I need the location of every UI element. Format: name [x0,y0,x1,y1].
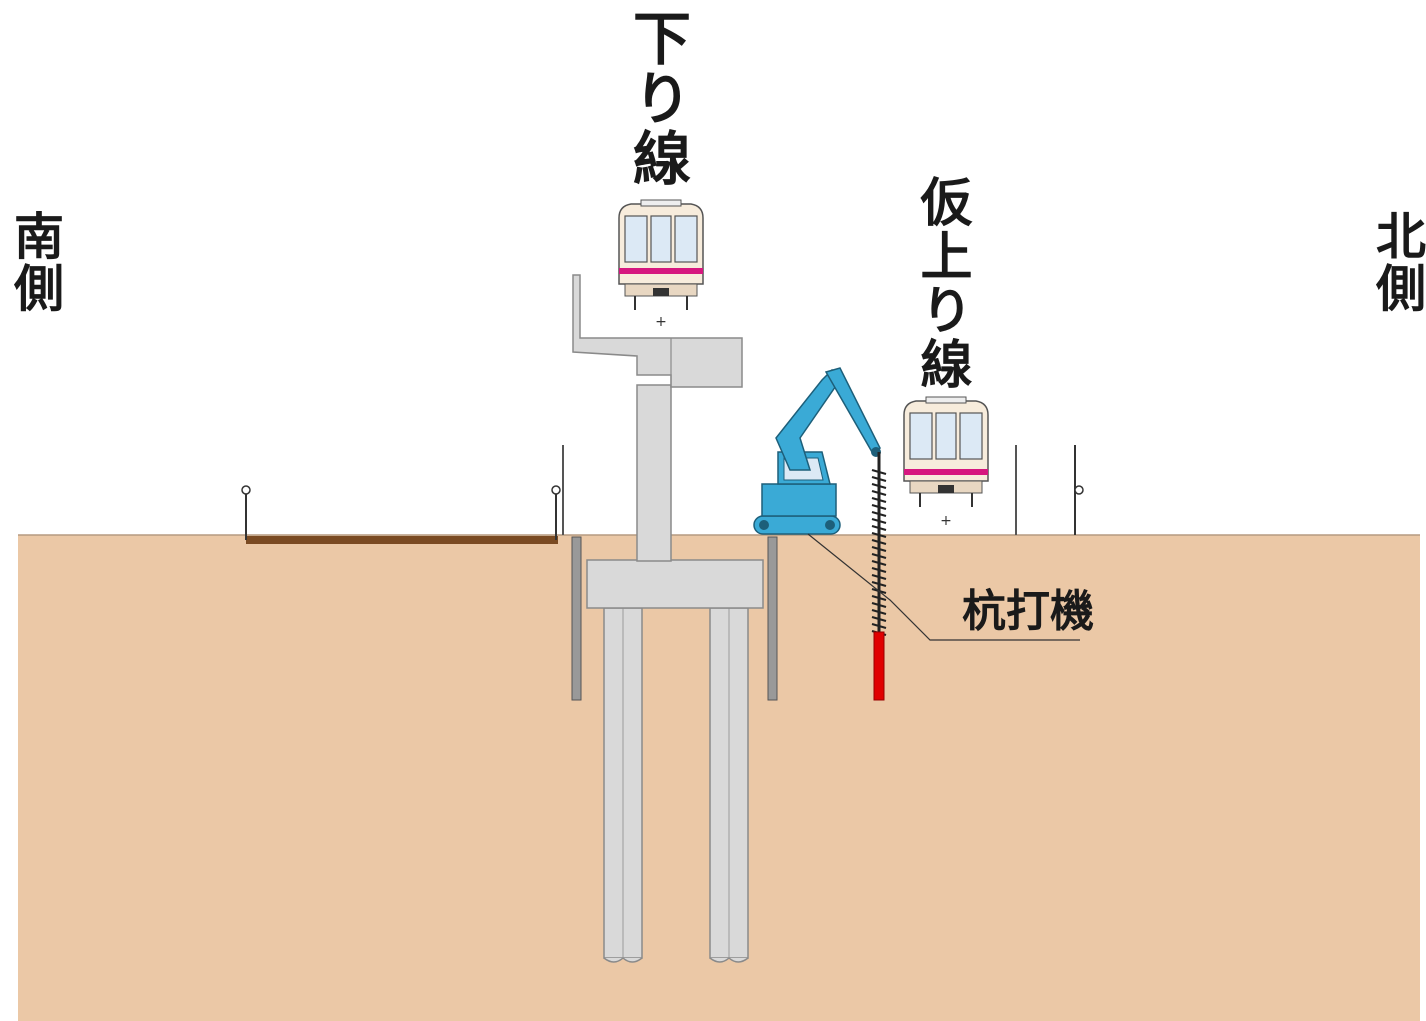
fence-post-north [1074,445,1084,535]
foundation-pile-right [709,607,749,963]
sheet-pile-left [571,536,582,701]
sheet-pile-right [767,536,778,701]
svg-text:+: + [655,314,667,330]
label-north-side: 北側 [1368,210,1426,314]
auger [871,452,887,637]
callout-leader-line [807,533,1080,641]
pier-column [636,384,672,562]
fence-post-south-right [551,485,561,540]
foundation-pile-left [603,607,643,963]
pier-footing [586,559,764,609]
label-temp-up-line: 仮上り線 [911,175,971,391]
excavator-icon [753,367,882,535]
steel-pile [873,631,885,701]
fence-post-south-left [241,485,251,540]
train-front-icon: + [903,396,989,529]
svg-text:+: + [940,513,952,529]
label-pile-driver: 杭打機 [962,586,1094,637]
train-front-icon: + [618,199,704,330]
label-down-line: 下り線 [623,8,691,188]
label-south-side: 南側 [6,210,64,314]
south-board [246,536,558,544]
